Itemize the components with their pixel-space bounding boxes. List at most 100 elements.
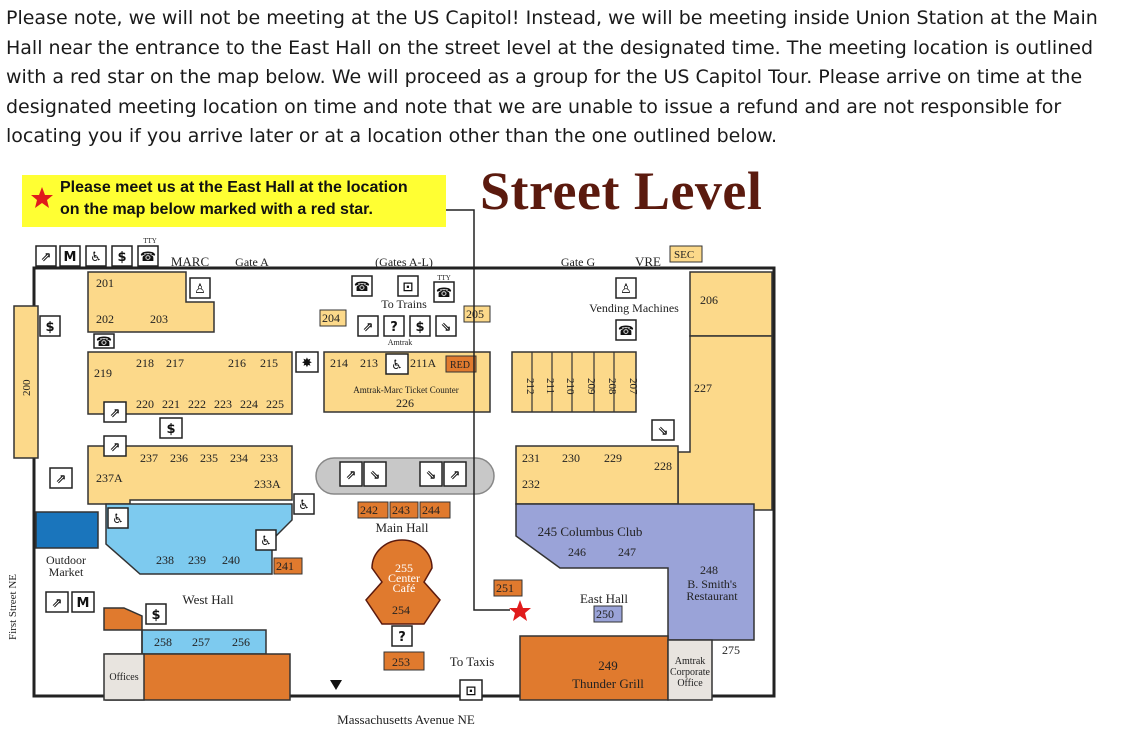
vertical-room-labels: 200 212 211 210 209 208 207 First Street… xyxy=(7,378,639,640)
room-240-label: 240 xyxy=(222,553,240,567)
room-254-label: 254 xyxy=(392,603,410,617)
svg-text:⇘: ⇘ xyxy=(441,320,452,335)
room-242-box xyxy=(357,501,389,519)
svg-text:♿: ♿ xyxy=(391,358,403,373)
room-228-232 xyxy=(515,445,679,505)
thunder-label-1: 249 xyxy=(598,658,618,673)
columbus-label: 245 Columbus Club xyxy=(538,524,643,539)
room-200 xyxy=(13,305,39,459)
svg-text:⊡: ⊡ xyxy=(403,280,414,295)
room-238-240 xyxy=(105,503,293,575)
room-224-label: 224 xyxy=(240,397,258,411)
svg-text:☎: ☎ xyxy=(618,324,634,339)
room-207-212-dividers xyxy=(531,352,615,412)
room-219-label: 219 xyxy=(94,366,112,380)
room-outdoor-blue xyxy=(35,511,99,549)
room-225-label: 225 xyxy=(266,397,284,411)
room-209-label: 209 xyxy=(585,378,597,395)
svg-text:✸: ✸ xyxy=(302,356,313,371)
vending-label: Vending Machines xyxy=(589,301,679,315)
sec-box xyxy=(669,245,703,263)
center-label: Center xyxy=(388,571,420,585)
center-cafe xyxy=(365,539,441,625)
room-213-label: 213 xyxy=(360,356,378,370)
room-233-label: 233 xyxy=(260,451,278,465)
bsmith-label-2: Restaurant xyxy=(686,589,738,603)
room-200-label: 200 xyxy=(21,379,33,396)
svg-text:⇗: ⇗ xyxy=(110,406,121,421)
tty-label-2: TTY xyxy=(437,274,451,282)
room-233a-label: 233A xyxy=(254,477,281,491)
room-228-label: 228 xyxy=(654,459,672,473)
tty-label-1: TTY xyxy=(143,237,157,245)
room-205-box xyxy=(463,305,491,323)
room-204-label: 204 xyxy=(322,311,340,325)
mass-ave-label: Massachusetts Avenue NE xyxy=(337,712,475,727)
svg-text:⇘: ⇘ xyxy=(658,424,669,439)
map-title: Street Level xyxy=(480,161,763,221)
svg-text:⇘: ⇘ xyxy=(426,468,437,483)
svg-text:⇗: ⇗ xyxy=(110,440,121,455)
marc-label: MARC xyxy=(171,254,209,269)
room-205-label: 205 xyxy=(466,307,484,321)
room-201-label: 201 xyxy=(96,276,114,290)
room-211-label: 211 xyxy=(544,378,556,394)
svg-text:$: $ xyxy=(166,422,175,437)
room-227-label: 227 xyxy=(694,381,712,395)
room-237-label: 237 xyxy=(140,451,158,465)
callout-line-2: on the map below marked with a red star. xyxy=(60,201,373,218)
svg-text:♙: ♙ xyxy=(620,282,632,297)
sec-label: SEC xyxy=(674,249,694,261)
room-206-label: 206 xyxy=(700,293,718,307)
svg-text:♿: ♿ xyxy=(90,250,102,265)
svg-text:☎: ☎ xyxy=(96,335,112,350)
to-trains-label: To Trains xyxy=(381,297,427,311)
first-street-label: First Street NE xyxy=(7,574,19,640)
entrance-marker-icon xyxy=(330,680,342,690)
room-253-label: 253 xyxy=(392,655,410,669)
room-239-label: 239 xyxy=(188,553,206,567)
room-251-label: 251 xyxy=(496,581,514,595)
svg-text:$: $ xyxy=(151,608,160,623)
room-216-label: 216 xyxy=(228,356,246,370)
svg-text:⇗: ⇗ xyxy=(363,320,374,335)
room-thunder-grill xyxy=(519,635,669,701)
room-230-label: 230 xyxy=(562,451,580,465)
room-207-label: 207 xyxy=(627,378,639,395)
room-amtrak-corporate xyxy=(667,639,713,701)
room-211a-label: 211A xyxy=(410,356,437,370)
room-201-203 xyxy=(87,271,215,333)
room-241-box xyxy=(273,557,303,575)
outdoor-label-2: Market xyxy=(49,565,84,579)
room-west-orange xyxy=(103,607,291,701)
room-251-box xyxy=(493,579,523,597)
outdoor-label-1: Outdoor xyxy=(46,553,86,567)
room-217-label: 217 xyxy=(166,356,184,370)
room-242-label: 242 xyxy=(360,503,378,517)
room-214-label: 214 xyxy=(330,356,348,370)
street-level-map: M♿$☎ ⇗ ♙☎⊡☎ ⇗?$⇘ ♙☎ $☎ ✸♿ ⇗$⇗⇗ ⇘ ♿♿♿ ⇗M$… xyxy=(7,209,776,727)
room-215-label: 215 xyxy=(260,356,278,370)
svg-text:⊡: ⊡ xyxy=(466,684,477,699)
room-255-label: 255 xyxy=(395,561,413,575)
room-221-label: 221 xyxy=(162,397,180,411)
meeting-callout xyxy=(22,175,446,227)
west-hall-label: West Hall xyxy=(182,592,234,607)
callout-star-icon xyxy=(31,187,53,208)
callout-text: Please meet us at the East Hall at the l… xyxy=(60,177,445,221)
callout-line-1: Please meet us at the East Hall at the l… xyxy=(60,179,408,196)
room-258-label: 258 xyxy=(154,635,172,649)
east-hall-label: East Hall xyxy=(580,591,628,606)
room-257-label: 257 xyxy=(192,635,210,649)
room-231-label: 231 xyxy=(522,451,540,465)
offices-label: Offices xyxy=(109,672,138,683)
room-245-248 xyxy=(515,503,755,641)
red-label: RED xyxy=(450,360,470,371)
thunder-label-2: Thunder Grill xyxy=(572,676,644,691)
svg-text:⇗: ⇗ xyxy=(346,468,357,483)
room-248-label: 248 xyxy=(700,563,718,577)
room-237a-label: 237A xyxy=(96,471,123,485)
room-207-212 xyxy=(511,351,637,413)
room-223-label: 223 xyxy=(214,397,232,411)
red-box xyxy=(445,355,477,373)
